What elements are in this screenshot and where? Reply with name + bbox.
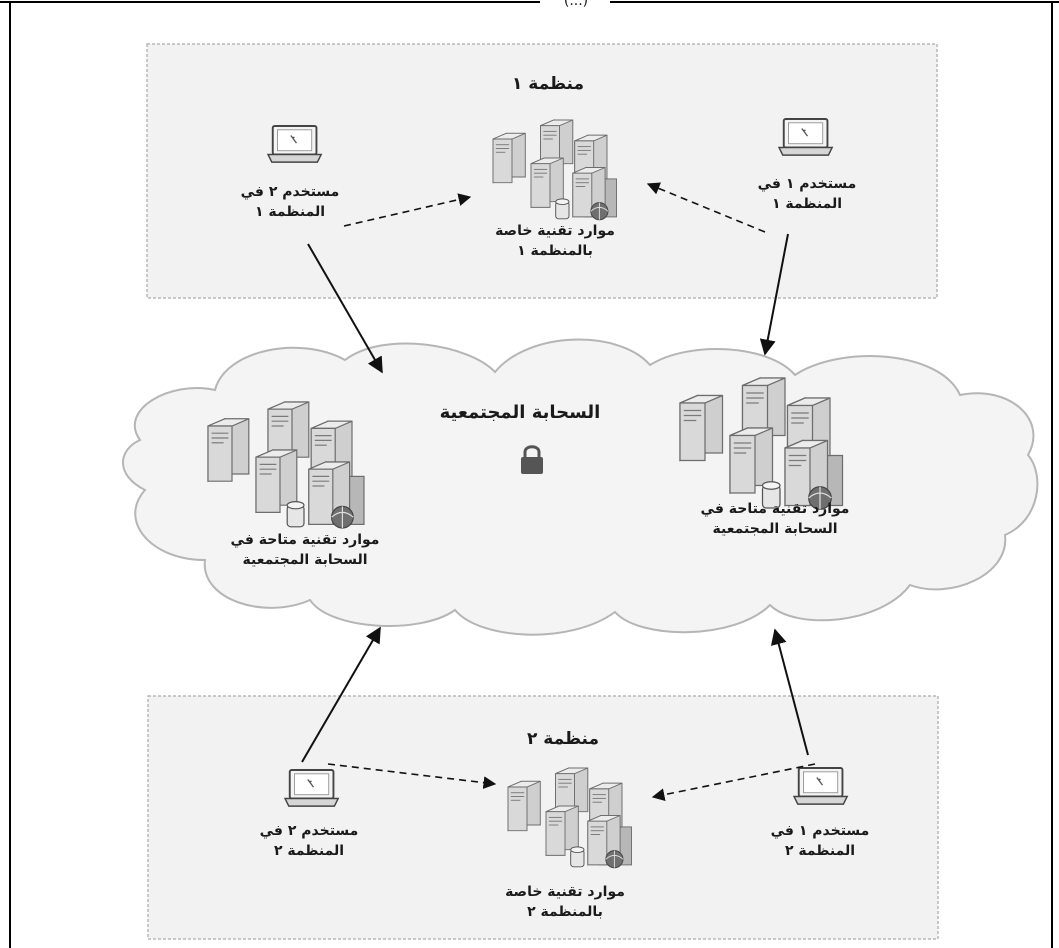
- org1-user1-laptop-icon: [778, 118, 834, 157]
- org2-box: [147, 695, 939, 940]
- org2-user2-laptop-icon: [284, 769, 340, 808]
- org2-title: منظمة ٢: [526, 729, 600, 749]
- cloud-title: السحابة المجتمعية: [439, 402, 601, 423]
- arrow-org2-user1-to-cloud: [770, 628, 809, 756]
- org2-user1-laptop-icon: [793, 767, 849, 806]
- lock-icon: [521, 445, 543, 474]
- arrow-org1-user2-to-resources: [343, 193, 472, 227]
- org1-title: منظمة ١: [511, 74, 585, 94]
- org1-user2-laptop-icon: [267, 125, 323, 164]
- arrow-org2-user2-to-cloud: [301, 626, 381, 763]
- arrow-org1-user1-to-resources: [646, 182, 766, 233]
- arrow-org1-user2-to-cloud: [307, 243, 383, 374]
- arrow-org1-user1-to-cloud: [759, 233, 789, 356]
- arrow-org2-user2-to-resources: [327, 763, 497, 789]
- header-fragment: (...): [563, 0, 589, 9]
- arrow-org2-user1-to-resources: [651, 763, 816, 801]
